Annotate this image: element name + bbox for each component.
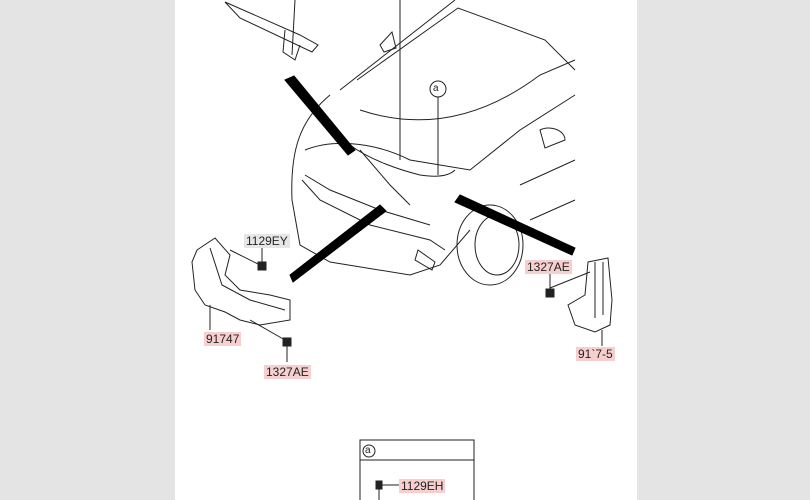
part-label-1327ae-left[interactable]: 1327AE	[264, 365, 311, 379]
left-bracket	[191, 237, 292, 362]
detail-box	[359, 439, 475, 500]
part-label-1129ey[interactable]: 1129EY	[244, 234, 290, 248]
right-bracket	[545, 257, 613, 346]
part-label-917-5[interactable]: 91`7-5	[576, 347, 615, 361]
top-harness-bracket	[224, 0, 319, 61]
car-outline	[291, 0, 576, 286]
detail-callout-text: a	[365, 445, 371, 456]
leader-arrows	[284, 75, 576, 283]
callout-a-text: a	[433, 83, 439, 94]
part-label-1327ae-right[interactable]: 1327AE	[525, 260, 572, 274]
part-label-91747[interactable]: 91747	[204, 332, 242, 346]
part-label-1129eh[interactable]: 1129EH	[399, 479, 446, 493]
callout-a	[429, 80, 447, 175]
